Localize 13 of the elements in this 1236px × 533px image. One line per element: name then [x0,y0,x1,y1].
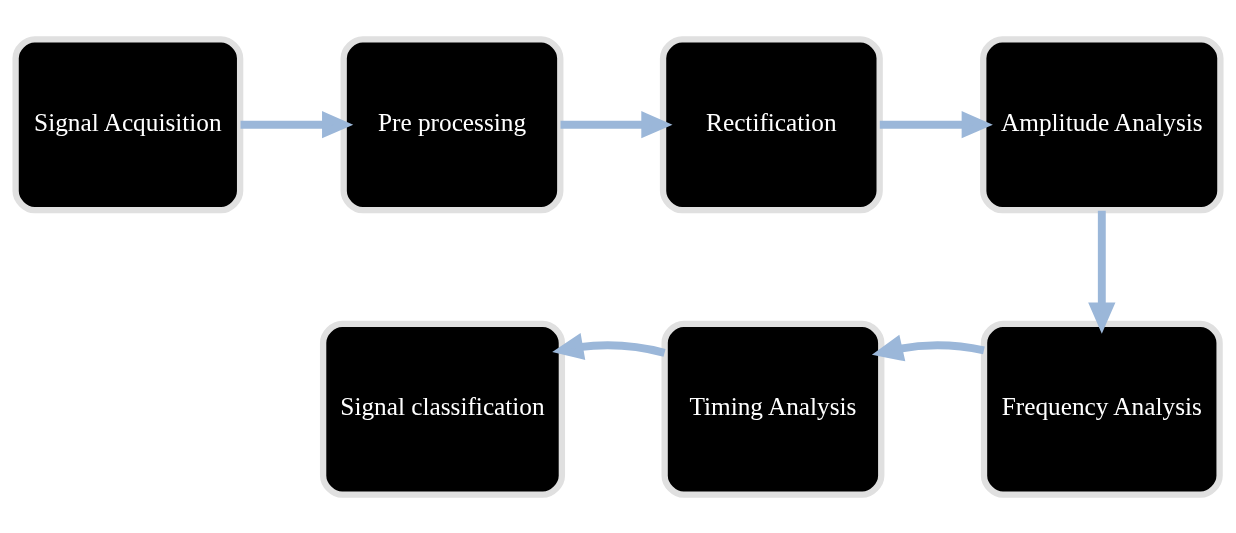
node-box: Frequency Analysis [980,320,1223,498]
arrow [1088,210,1116,334]
arrow [552,332,666,360]
arrow [879,110,993,138]
node-box: Pre processing [340,35,564,213]
node-box: Signal classification [319,320,566,498]
node-box: Rectification [659,35,883,213]
node-box: Signal Acquisition [12,35,244,213]
arrow [240,110,354,138]
node-box: Timing Analysis [661,320,885,498]
arrow [871,334,985,361]
node-box: Amplitude Analysis [980,35,1224,213]
arrow [560,110,673,138]
